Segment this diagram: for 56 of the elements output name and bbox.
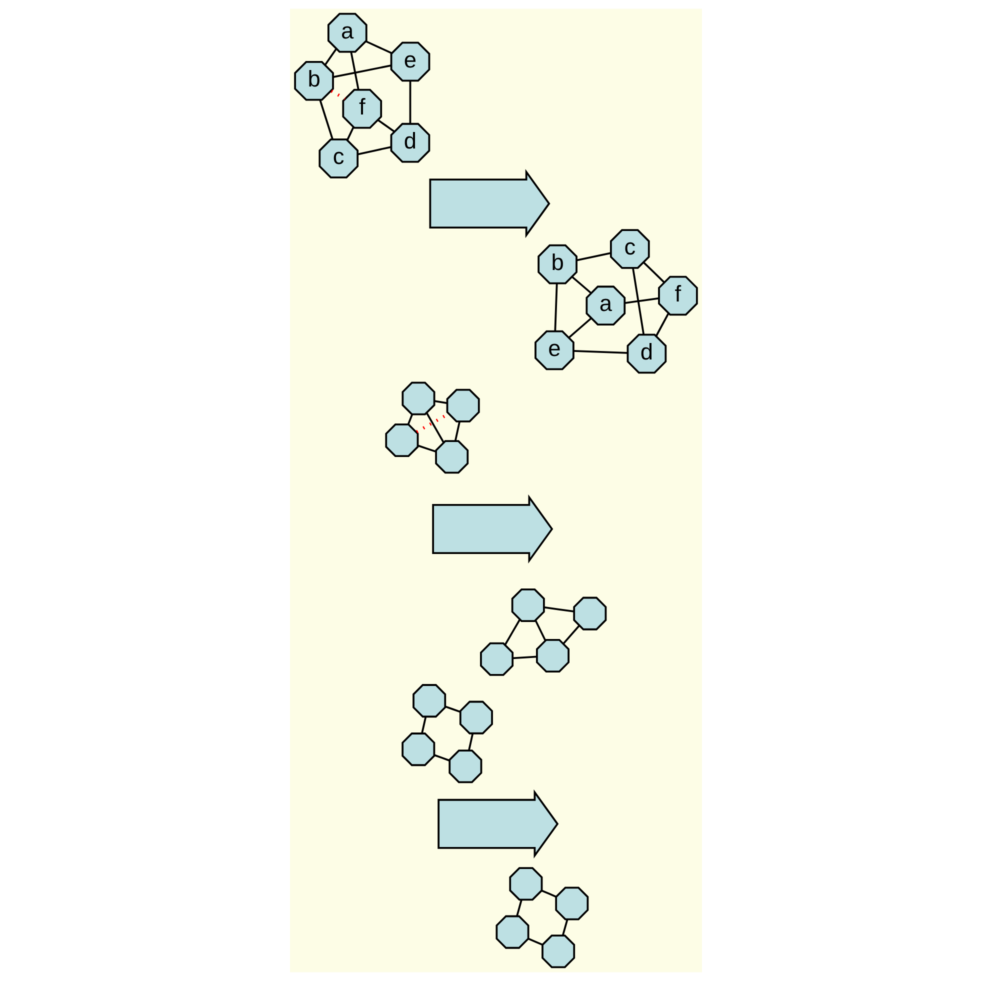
connector	[572, 276, 592, 294]
connector	[562, 919, 568, 936]
connector	[632, 268, 645, 335]
node-octagon	[448, 750, 482, 784]
node-octagon	[480, 642, 514, 676]
connector	[504, 619, 521, 646]
connector	[624, 297, 659, 304]
connector	[319, 100, 334, 140]
connector	[444, 706, 461, 713]
node-octagon	[509, 867, 543, 901]
connector	[574, 350, 628, 354]
connector	[330, 90, 346, 100]
connector	[544, 606, 574, 612]
connector	[528, 938, 543, 946]
connector	[454, 422, 460, 442]
node-octagon	[496, 915, 530, 949]
connector	[366, 40, 392, 54]
node-octagon	[536, 638, 570, 672]
node-octagon	[402, 382, 436, 416]
connector	[534, 620, 546, 641]
connector	[421, 716, 427, 734]
node-double-arrow	[429, 169, 550, 238]
node-octagon	[435, 440, 469, 474]
connector	[346, 126, 354, 140]
connector	[332, 64, 392, 78]
node-octagon	[446, 388, 480, 422]
node-octagon	[511, 588, 545, 622]
connector	[409, 80, 412, 124]
node-double-arrow	[438, 789, 559, 858]
connector	[407, 414, 414, 424]
connector	[655, 312, 670, 336]
node-octagon	[542, 934, 576, 968]
connector	[418, 444, 436, 452]
connector	[542, 890, 556, 898]
node-octagon	[555, 886, 589, 920]
connector	[434, 400, 447, 404]
node-octagon	[459, 700, 493, 734]
node-double-arrow	[432, 494, 554, 564]
node-octagon	[385, 424, 419, 458]
connector	[642, 262, 665, 283]
connector	[426, 412, 444, 443]
connector	[562, 624, 580, 644]
node-octagon	[402, 732, 436, 766]
node-octagon	[573, 596, 607, 630]
connector	[516, 900, 522, 916]
connector	[377, 119, 395, 132]
connector	[434, 754, 450, 762]
connector	[568, 318, 592, 338]
node-octagon	[412, 684, 446, 718]
connector	[576, 252, 611, 262]
connector	[358, 146, 392, 156]
connector	[554, 283, 558, 332]
connector	[350, 52, 360, 90]
connector	[324, 48, 338, 66]
connector	[468, 733, 474, 751]
connector	[512, 656, 537, 660]
